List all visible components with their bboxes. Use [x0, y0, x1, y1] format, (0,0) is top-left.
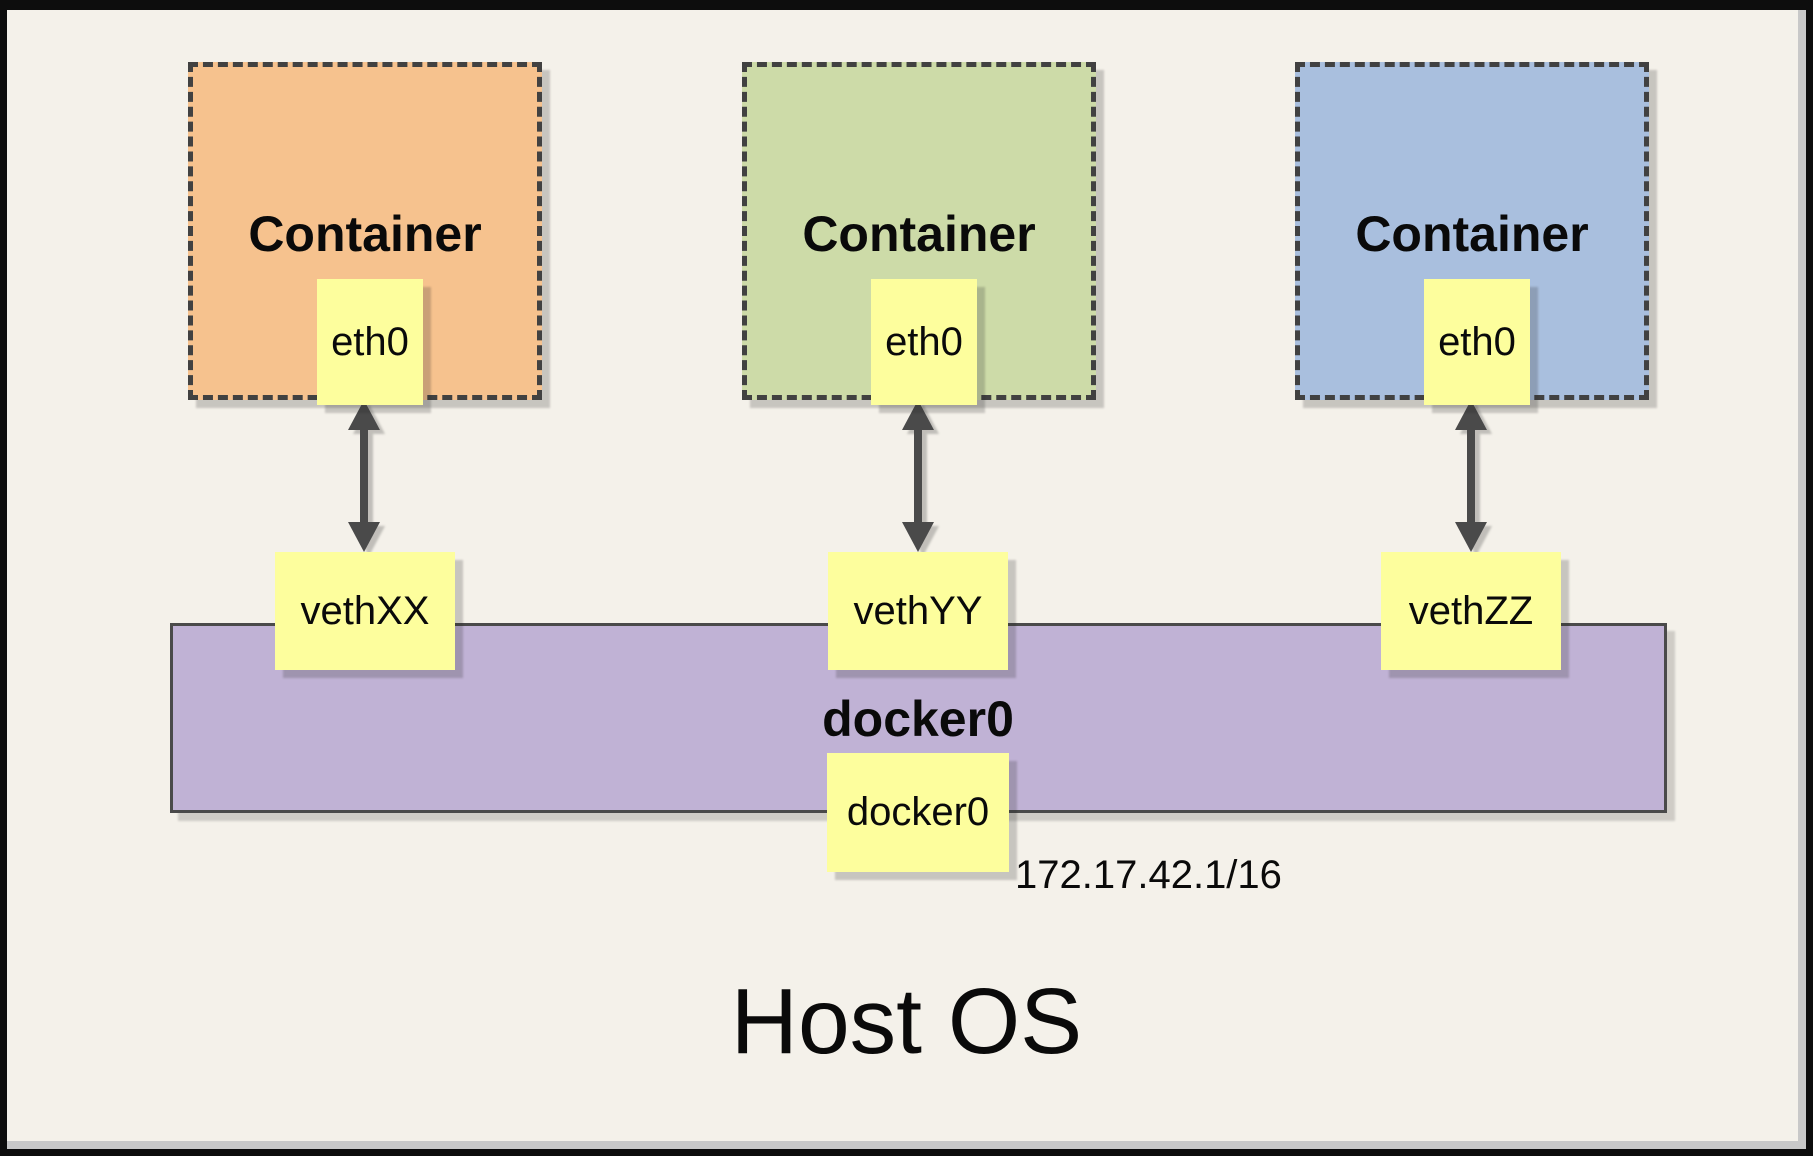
arrowhead-down-icon [902, 522, 934, 552]
arrow-shaft [1467, 424, 1475, 528]
vethxx-box: vethXX [275, 552, 455, 670]
arrow-shaft [360, 424, 368, 528]
arrowhead-down-icon [348, 522, 380, 552]
container-3-eth0-box: eth0 [1424, 279, 1530, 405]
docker0-interface-label: docker0 [846, 790, 990, 834]
docker0-ip-address: 172.17.42.1/16 [1015, 853, 1282, 897]
host-os-title: Host OS [730, 969, 1083, 1073]
vethxx-label: vethXX [300, 588, 430, 633]
arrow-eth0-vethyy-icon [900, 400, 936, 552]
arrow-eth0-vethxx-icon [346, 400, 382, 552]
container-1-eth0-box: eth0 [317, 279, 423, 405]
container-box-1: Container eth0 [188, 62, 542, 405]
vethzz-label: vethZZ [1408, 588, 1534, 633]
arrowhead-down-icon [1455, 522, 1487, 552]
docker0-bridge-name: docker0 [822, 691, 1014, 747]
vethyy-label: vethYY [853, 588, 983, 633]
docker0-interface-box: docker0 [827, 753, 1009, 872]
container-box-2: Container eth0 [742, 62, 1096, 405]
container-2-label: Container [802, 206, 1036, 262]
container-3-label: Container [1355, 206, 1589, 262]
arrow-eth0-vethzz-icon [1453, 400, 1489, 552]
container-1-eth0-label: eth0 [331, 319, 409, 364]
container-1-label: Container [248, 206, 482, 262]
vethzz-box: vethZZ [1381, 552, 1561, 670]
container-2-eth0-box: eth0 [871, 279, 977, 405]
vethyy-box: vethYY [828, 552, 1008, 670]
container-box-3: Container eth0 [1295, 62, 1649, 405]
container-2-eth0-label: eth0 [885, 319, 963, 364]
container-3-eth0-label: eth0 [1438, 319, 1516, 364]
arrow-shaft [914, 424, 922, 528]
